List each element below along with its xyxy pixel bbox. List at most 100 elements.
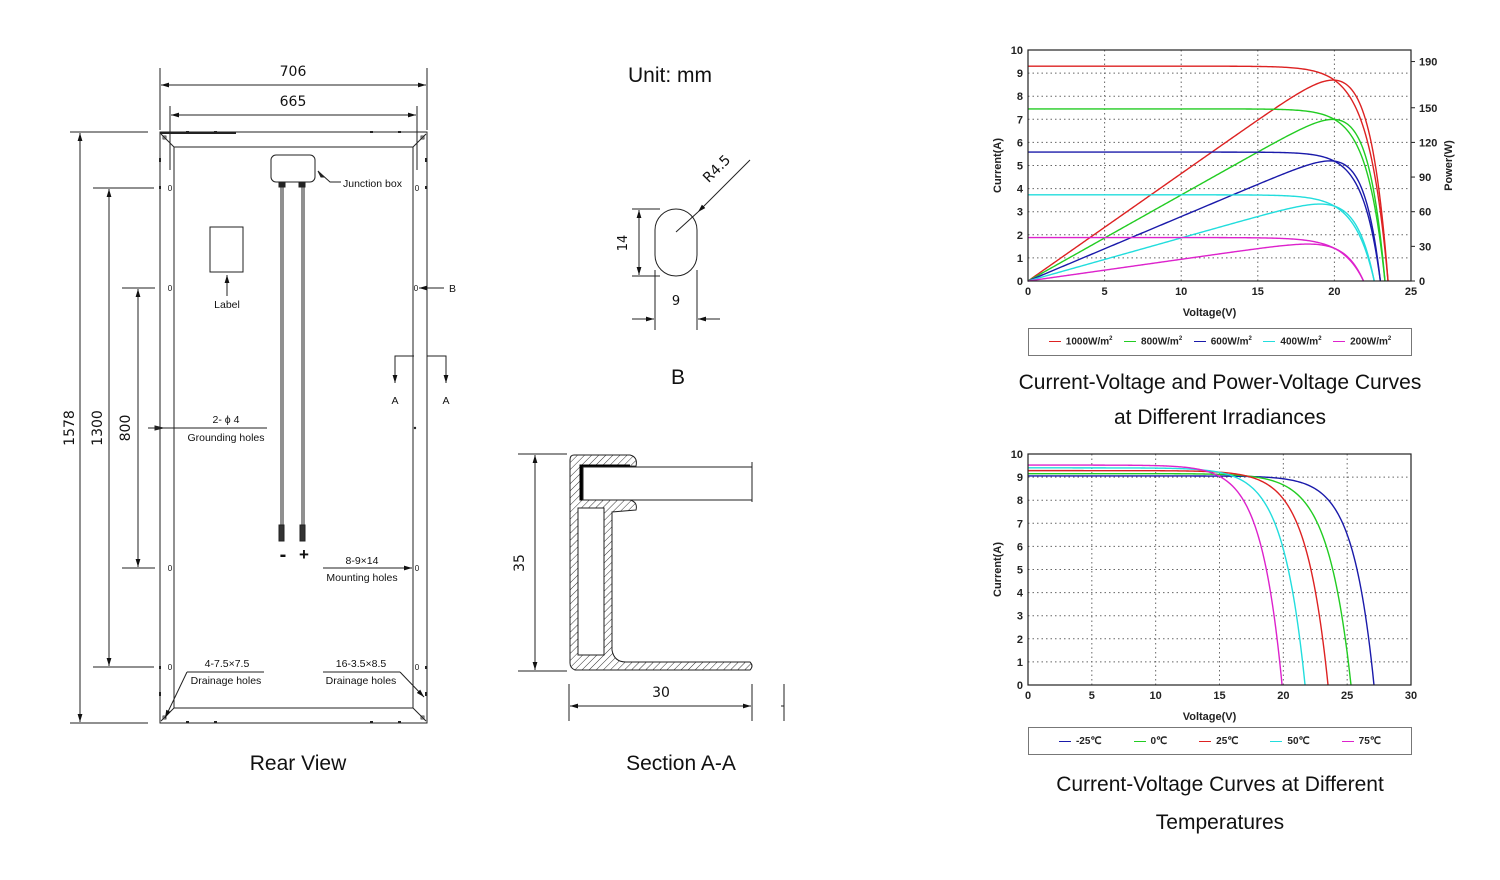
glass-laminate [582,466,753,501]
chart1-subtitle: at Different Irradiances [1113,406,1327,429]
y-tick-label: 1 [1017,657,1023,669]
junction-box-label: Junction box [343,178,403,190]
y2-tick-label: 30 [1419,241,1431,253]
rear-view-drawing [70,68,449,724]
y-tick-label: 4 [1017,184,1024,196]
hole-mark: 0 [168,184,173,193]
y-tick-label: 8 [1017,91,1023,103]
x-tick-label: 0 [1025,286,1031,298]
y-tick-label: 9 [1017,68,1023,80]
x-axis-label: Voltage(V) [1183,307,1237,319]
legend-swatch [1333,341,1346,343]
y-tick-label: 5 [1017,565,1023,577]
legend-item: 600W/m2 [1193,336,1252,348]
x-tick-label: 5 [1102,286,1108,298]
x-tick-label: 25 [1405,286,1417,298]
plot-frame [1027,453,1412,686]
legend-item: 1000W/m2 [1048,336,1113,348]
legend-item: 25℃ [1199,735,1239,747]
legend-swatch [1341,740,1354,742]
hole-mark: 0 [168,663,173,672]
minus-terminal: - [280,544,287,566]
pv-curve-800Wm2 [1027,118,1386,282]
dim-800: 800 [118,415,134,442]
y-tick-label: 10 [1011,449,1023,461]
legend-superscript: 2 [1178,336,1183,343]
y-tick-label: 3 [1017,611,1023,623]
detail-b-marker: B [449,283,456,295]
y2-tick-label: 60 [1419,207,1431,219]
legend-label: -25℃ [1075,735,1102,747]
grounding-text: Grounding holes [187,432,264,444]
legend-swatch [1058,740,1071,742]
section-width-dim: 30 [652,685,670,701]
x-tick-label: 15 [1213,690,1225,702]
legend-label: 50℃ [1287,735,1310,747]
legend-label: 75℃ [1358,735,1381,747]
x-tick-label: 5 [1089,690,1095,702]
y-tick-label: 4 [1017,588,1024,600]
legend-swatch [1263,341,1276,343]
plus-terminal: + [299,545,309,564]
legend-swatch [1193,341,1206,343]
mounting-spec: 8-9×14 [346,555,379,567]
legend-superscript: 2 [1248,336,1252,343]
legend-superscript: 2 [1318,336,1322,343]
y-tick-label: 2 [1017,230,1023,242]
label-box [209,226,244,273]
legend-superscript: 2 [1109,336,1113,343]
plot-frame [1027,49,1412,282]
section-a-marker-right: A [442,395,449,407]
detail-b-drawing [632,159,751,330]
junction-box [270,154,316,183]
x-tick-label: 10 [1175,286,1187,298]
x-tick-label: 30 [1405,690,1417,702]
section-aa-caption: Section A-A [626,752,736,775]
legend-label: 25℃ [1216,735,1239,747]
section-aa-drawing [518,453,785,721]
dim-1578: 1578 [62,410,78,446]
legend-item: 75℃ [1341,735,1381,747]
drain-left-text: Drainage holes [191,675,262,687]
y-tick-label: 8 [1017,495,1023,507]
pv-curve-200Wm2 [1027,243,1365,282]
legend-label: 0℃ [1150,735,1168,747]
legend-swatch [1048,341,1061,343]
pv-curve-1000Wm2 [1027,79,1389,282]
pv-curve-600Wm2 [1027,160,1382,282]
iv-curve-0 [1027,472,1352,686]
x-tick-label: 20 [1328,286,1340,298]
legend-swatch [1124,341,1137,343]
dim-665: 665 [280,94,307,110]
section-a-marker-left: A [391,395,398,407]
x-tick-label: 15 [1252,286,1264,298]
y2-tick-label: 150 [1419,103,1437,115]
hole-mark: 0 [415,663,420,672]
mounting-text: Mounting holes [326,572,397,584]
y-tick-label: 9 [1017,472,1023,484]
legend-label: 800W/m2 [1141,336,1183,348]
chart2-legend: -25℃ 0℃ 25℃ 50℃ 75℃ [1028,727,1412,755]
iv-curve-75 [1028,464,1283,686]
y-tick-label: 6 [1017,541,1023,553]
y-tick-label: 0 [1017,276,1023,288]
legend-label: 600W/m2 [1210,336,1252,348]
y-axis-label: Current(A) [992,542,1004,597]
y2-tick-label: 190 [1419,57,1437,69]
y-tick-label: 1 [1017,253,1023,265]
mounting-hole-slot [654,208,698,277]
x-tick-label: 10 [1150,690,1162,702]
iv-curve-800Wm2 [1028,108,1386,282]
drain-right-text: Drainage holes [326,675,397,687]
hole-mark: 0 [168,284,173,293]
y-tick-label: 7 [1017,518,1023,530]
drain-right-spec: 16-3.5×8.5 [336,658,387,670]
y-tick-label: 5 [1017,161,1023,173]
legend-label: 200W/m2 [1350,336,1392,348]
legend-superscript: 2 [1387,336,1392,343]
legend-swatch [1270,740,1283,742]
y-tick-label: 3 [1017,207,1023,219]
x-axis-label: Voltage(V) [1183,711,1237,723]
label-callout: Label [214,299,240,311]
